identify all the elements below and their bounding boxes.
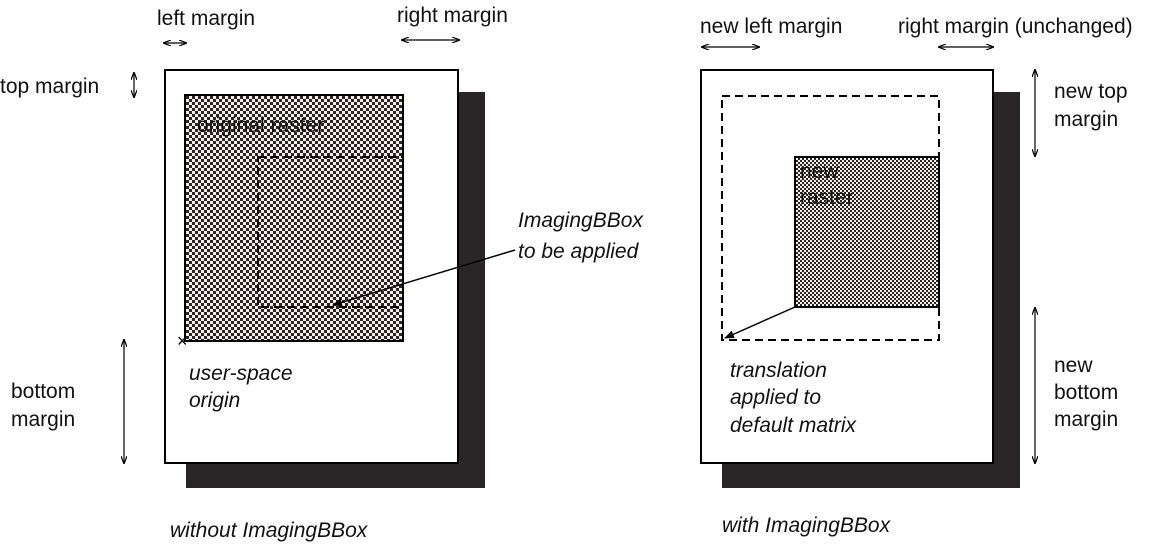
top-margin-label: top margin (0, 75, 99, 98)
bottom-margin-label: bottom margin (11, 380, 81, 431)
new-bottom-margin-label: new bottom margin (1054, 354, 1124, 431)
raster-label: original raster (197, 114, 324, 137)
imagingbbox-dashed (257, 156, 404, 308)
translation-arrow (724, 306, 796, 339)
bbox-label: ImagingBBox to be applied (518, 209, 649, 263)
new-raster (794, 156, 940, 308)
left-caption: without ImagingBBox (170, 519, 369, 542)
new-raster-label: new raster (800, 160, 854, 209)
left-panel: original raster ImagingBBox to be applie… (0, 4, 649, 542)
right-margin-unchanged-label: right margin (unchanged) (898, 15, 1133, 38)
origin-label: user-space origin (189, 362, 298, 412)
right-panel: new raster translation applied to defaul… (700, 15, 1133, 537)
new-top-margin-label: new top margin (1054, 80, 1133, 131)
left-margin-label: left margin (157, 7, 255, 30)
original-raster (184, 94, 404, 342)
origin-x-mark: × (177, 331, 188, 351)
right-caption: with ImagingBBox (722, 514, 892, 537)
bbox-arrow (332, 249, 516, 307)
translation-label: translation applied to default matrix (730, 359, 858, 437)
right-margin-label: right margin (397, 4, 508, 27)
new-left-margin-label: new left margin (700, 15, 842, 38)
